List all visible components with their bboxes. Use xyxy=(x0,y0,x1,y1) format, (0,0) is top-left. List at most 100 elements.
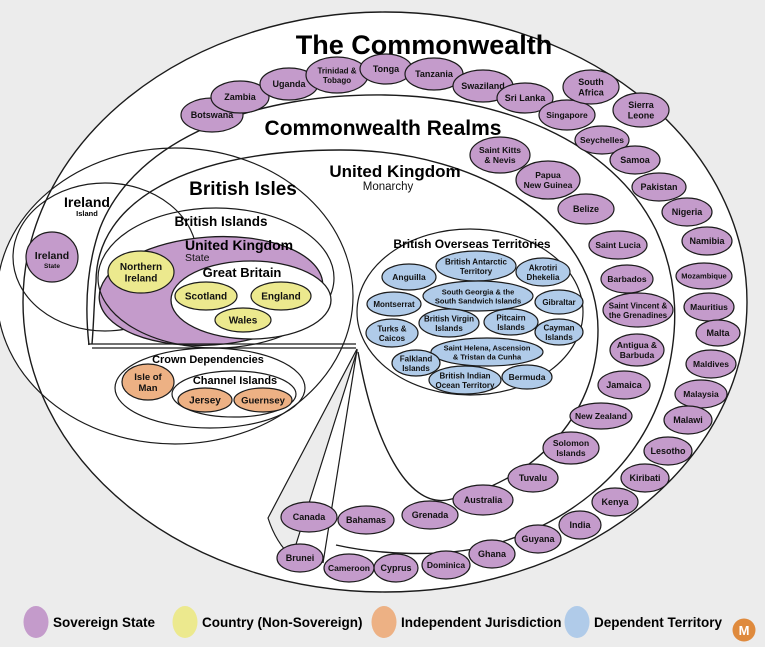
title-channel-islands: Channel Islands xyxy=(193,375,277,387)
commonwealth-member-shape xyxy=(514,524,562,554)
realm-member-shape xyxy=(401,500,459,530)
uk-country-england: England xyxy=(250,281,312,311)
realm-member-label: Belize xyxy=(573,204,599,214)
commonwealth-member-shape xyxy=(675,262,733,290)
commonwealth-member-cameroon: Cameroon xyxy=(323,553,375,583)
commonwealth-member-zambia: Zambia xyxy=(210,80,270,114)
realm-member-shape xyxy=(507,463,559,493)
overseas-territory-shape xyxy=(534,289,584,315)
commonwealth-member-shape xyxy=(496,82,554,114)
realm-member-label: Saint Vincent &the Grenadines xyxy=(609,301,668,320)
title-british-islands: British Islands xyxy=(174,214,267,229)
legend-label-jurisdiction: Independent Jurisdiction xyxy=(401,615,562,630)
commonwealth-member-shape xyxy=(631,172,687,202)
commonwealth-member-shape xyxy=(695,319,741,347)
overseas-territory-shape xyxy=(483,308,539,336)
commonwealth-member-trinidad-tobago: Trinidad &Tobago xyxy=(305,56,369,94)
crown-dependency-label: Guernsey xyxy=(241,395,286,406)
commonwealth-member-label: Malawi xyxy=(673,415,703,425)
legend-label-territory: Dependent Territory xyxy=(594,615,723,630)
commonwealth-member-dominica: Dominica xyxy=(421,550,471,580)
realm-member-shape xyxy=(452,484,514,516)
realm-member-label: Grenada xyxy=(412,510,450,520)
commonwealth-member-label: Kiribati xyxy=(629,473,660,483)
commonwealth-member-label: Pakistan xyxy=(640,182,677,192)
uk-country-shape xyxy=(214,307,272,333)
realm-member-antigua-barbuda: Antigua &Barbuda xyxy=(609,333,665,367)
realm-member-label: Jamaica xyxy=(606,380,643,390)
commonwealth-member-label: Samoa xyxy=(620,155,651,165)
commonwealth-member-india: India xyxy=(558,510,602,540)
commonwealth-member-label: Tonga xyxy=(373,64,400,74)
realm-member-shape xyxy=(557,193,615,225)
commonwealth-member-shape xyxy=(661,197,713,227)
realm-member-label: Bahamas xyxy=(346,515,386,525)
overseas-territory-shape xyxy=(534,318,584,346)
uk-country-label: England xyxy=(261,292,300,303)
realm-member-grenada: Grenada xyxy=(401,500,459,530)
realm-member-saint-vincent-the-grenadines: Saint Vincent &the Grenadines xyxy=(602,292,674,328)
crown-dependency-label: Jersey xyxy=(189,396,221,407)
realm-member-shape xyxy=(469,136,531,174)
commonwealth-member-cyprus: Cyprus xyxy=(373,553,419,583)
realm-member-shape xyxy=(600,264,654,294)
realm-member-shape xyxy=(515,160,581,200)
legend-swatch-country xyxy=(172,606,198,638)
ring-commonwealth-boundary xyxy=(22,11,748,593)
subtitle-ireland-island: Island xyxy=(76,209,98,218)
title-ireland-island: Ireland xyxy=(64,194,110,210)
commonwealth-member-shape xyxy=(574,125,630,155)
overseas-territory-label: Bermuda xyxy=(509,372,546,382)
overseas-territory-label: Saint Helena, Ascension& Tristan da Cunh… xyxy=(444,343,531,361)
commonwealth-member-shape xyxy=(685,349,737,379)
realm-member-shape xyxy=(569,402,633,430)
commonwealth-member-label: Mauritius xyxy=(690,302,728,312)
commonwealth-member-label: India xyxy=(569,520,591,530)
commonwealth-member-ghana: Ghana xyxy=(468,539,516,569)
uk-country-shape xyxy=(250,281,312,311)
legend: Sovereign State Country (Non-Sovereign) … xyxy=(23,606,723,638)
logo: M xyxy=(732,618,756,642)
commonwealth-member-label: Nigeria xyxy=(672,207,704,217)
commonwealth-member-label: Namibia xyxy=(689,236,725,246)
realm-member-bahamas: Bahamas xyxy=(337,505,395,535)
realm-member-saint-lucia: Saint Lucia xyxy=(588,230,648,260)
realm-member-tuvalu: Tuvalu xyxy=(507,463,559,493)
commonwealth-member-shape xyxy=(468,539,516,569)
commonwealth-member-maldives: Maldives xyxy=(685,349,737,379)
overseas-territory-shape xyxy=(515,257,571,287)
commonwealth-member-shape xyxy=(421,550,471,580)
ring-overseas-territories xyxy=(356,228,584,396)
commonwealth-member-kenya: Kenya xyxy=(591,487,639,517)
overseas-territory-shape xyxy=(430,337,544,367)
ring-monarchy-boundary xyxy=(91,149,599,502)
overseas-territory-shape xyxy=(381,263,437,291)
overseas-territory-saint-helena-ascension-tristan-da-cunha: Saint Helena, Ascension& Tristan da Cunh… xyxy=(430,337,544,367)
overseas-territory-shape xyxy=(422,280,534,312)
realm-member-canada: Canada xyxy=(280,501,338,533)
commonwealth-member-label: Maldives xyxy=(693,359,729,369)
commonwealth-member-label: Cameroon xyxy=(328,563,370,573)
overseas-territory-shape xyxy=(428,365,502,395)
uk-country-label: Wales xyxy=(229,316,258,327)
commonwealth-member-shape xyxy=(591,487,639,517)
realm-member-australia: Australia xyxy=(452,484,514,516)
commonwealth-member-samoa: Samoa xyxy=(609,145,661,175)
title-crown-dependencies: Crown Dependencies xyxy=(152,354,264,366)
ring-channel-islands xyxy=(171,370,297,418)
realm-member-shape xyxy=(609,333,665,367)
realm-member-label: Canada xyxy=(293,512,327,522)
title-overseas-territories: British Overseas Territories xyxy=(393,237,551,251)
commonwealth-member-guyana: Guyana xyxy=(514,524,562,554)
